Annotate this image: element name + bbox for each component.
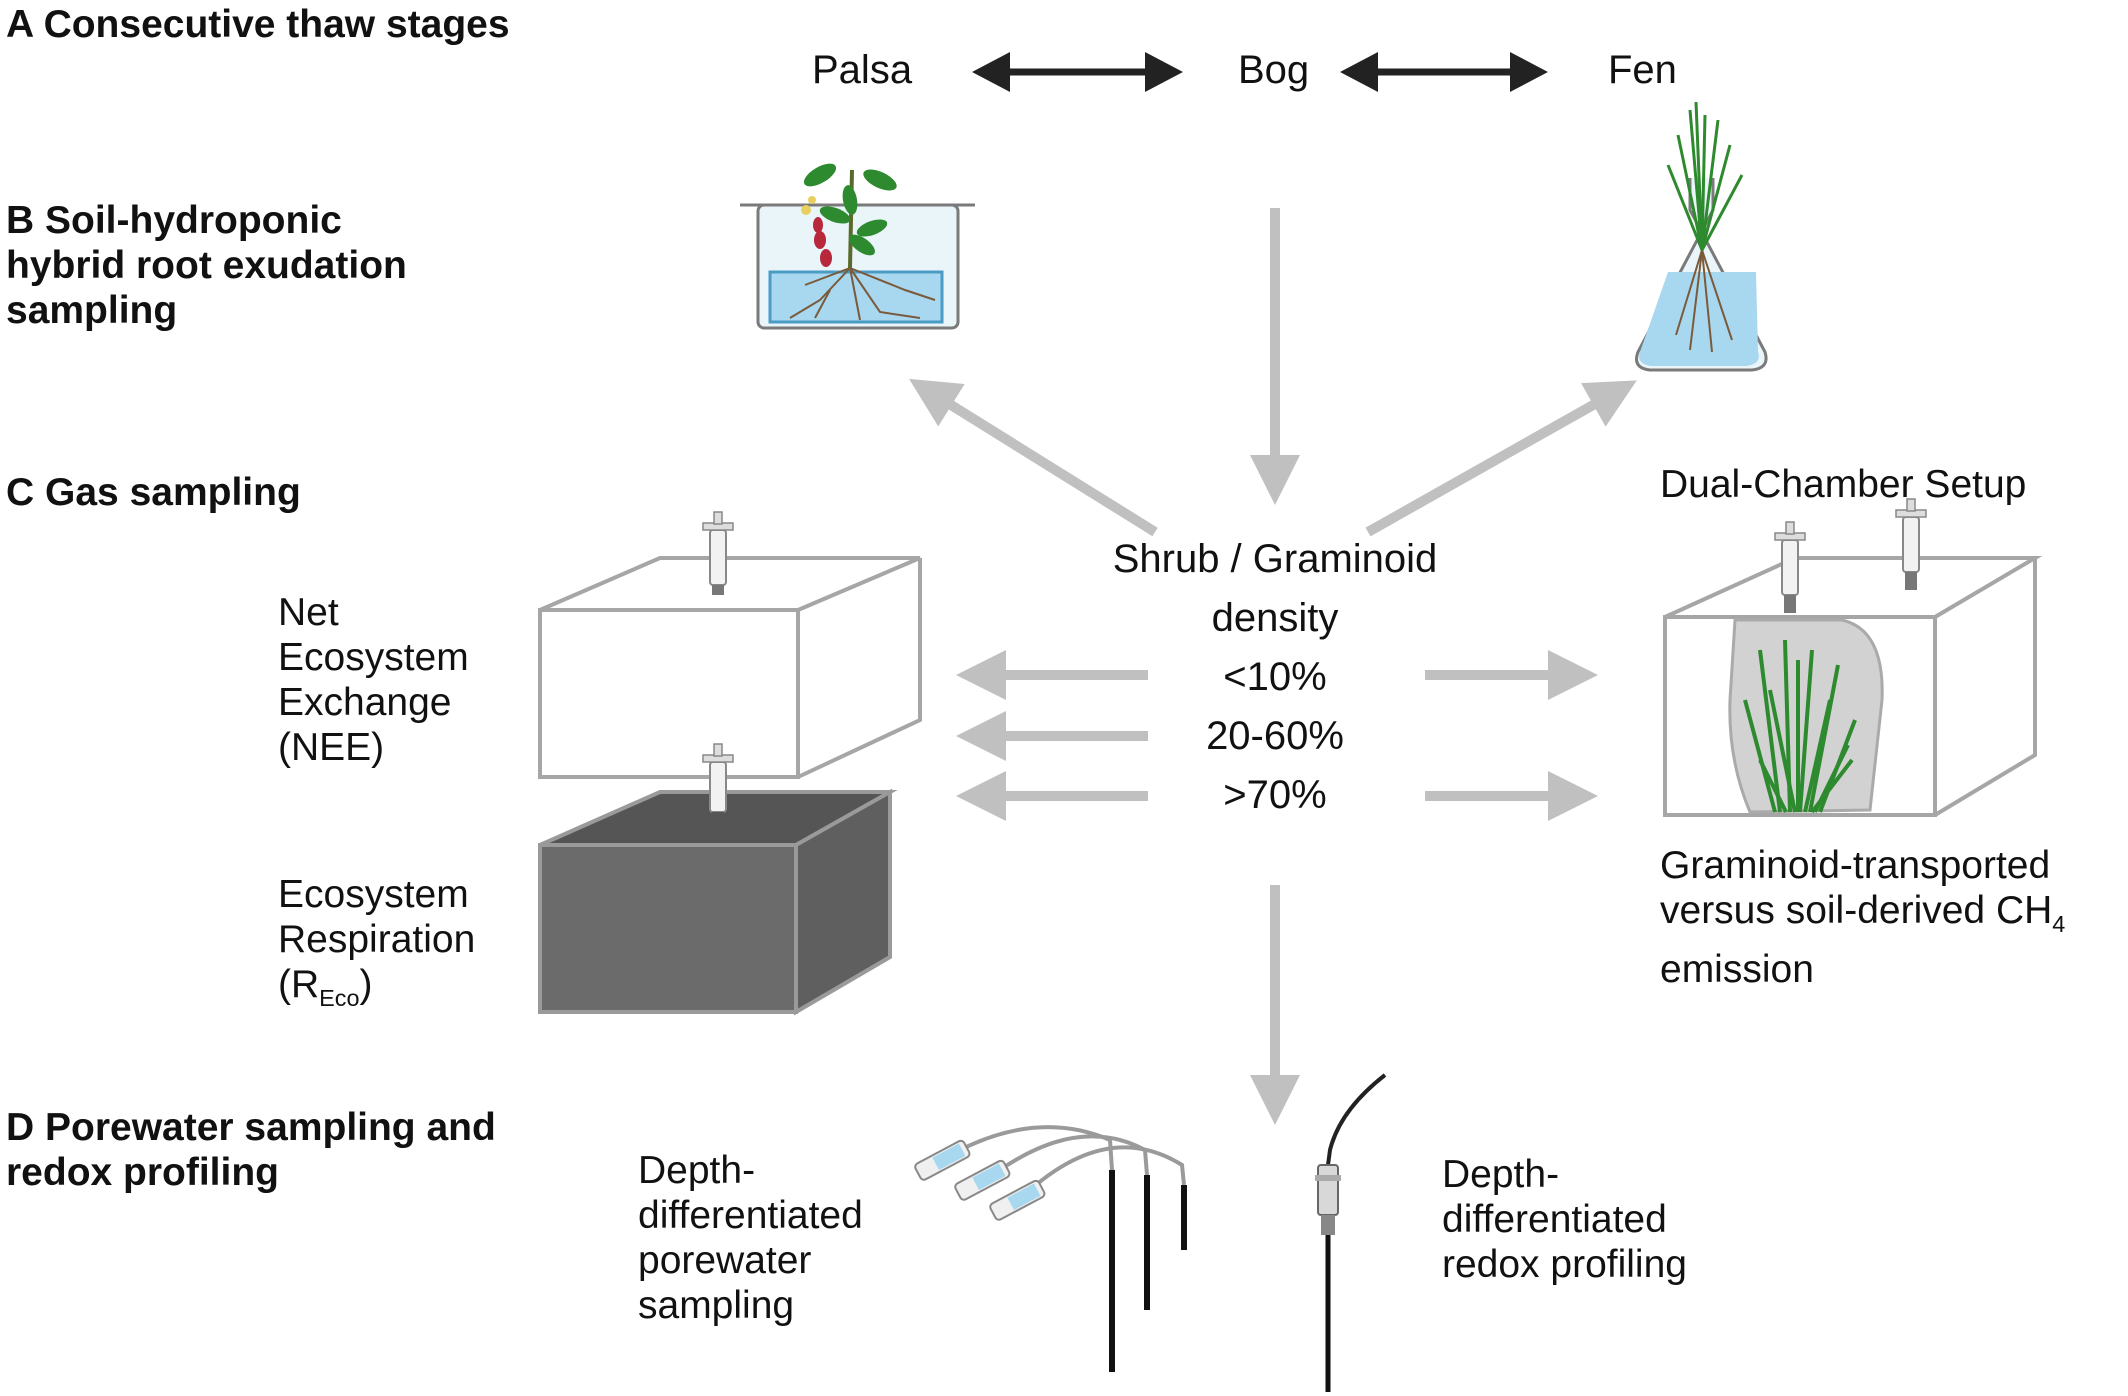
porewater-line-1: Depth- [638, 1149, 756, 1192]
density-line-1: Shrub / Graminoid [1112, 537, 1438, 581]
section-c-title: Gas sampling [45, 471, 301, 514]
porewater-line-3: porewater [638, 1239, 812, 1282]
stage-bog: Bog [1238, 48, 1310, 92]
density-line-2: density [1211, 596, 1339, 640]
reco-label: Ecosystem Respiration (REco) [278, 872, 475, 1021]
reco-symbol-sub: Eco [319, 984, 360, 1011]
flow-arrows [909, 208, 1637, 1125]
nee-label: Net Ecosystem Exchange (NEE) [278, 590, 469, 770]
section-a-letter: A [6, 3, 33, 46]
section-a-title: Consecutive thaw stages [43, 3, 510, 46]
porewater-line-2: differentiated [638, 1194, 863, 1237]
dual-chamber-description: Graminoid-transported versus soil-derive… [1660, 843, 2065, 992]
section-b-letter: B [6, 199, 35, 242]
section-b-title-line-1: Soil-hydroponic [45, 199, 342, 242]
section-c-letter: C [6, 471, 35, 514]
reco-line-1: Ecosystem [278, 873, 469, 916]
redox-line-1: Depth- [1442, 1153, 1560, 1196]
nee-syringe [702, 511, 734, 595]
redox-probe-illustration [1315, 1073, 1387, 1392]
nee-chamber-box [538, 556, 922, 779]
nee-line-4: (NEE) [278, 726, 385, 769]
dual-chamber-line-3: emission [1660, 947, 1814, 991]
section-a-heading: A Consecutive thaw stages [6, 2, 510, 47]
dual-chamber-line-2: versus soil-derived CH [1660, 889, 2053, 932]
dual-chamber-syringe-1 [1774, 521, 1806, 613]
nee-line-2: Ecosystem [278, 636, 469, 679]
dual-chamber-line-1: Graminoid-transported [1660, 844, 2051, 887]
density-level-low: <10% [1223, 655, 1327, 699]
reco-chamber-box [538, 788, 898, 1016]
stage-fen: Fen [1608, 48, 1677, 92]
porewater-sampler-illustration [914, 1125, 1187, 1372]
beaker-illustration [740, 163, 975, 330]
section-d-letter: D [6, 1106, 35, 1149]
section-b-heading: B Soil-hydroponic hybrid root exudation … [6, 198, 407, 333]
redox-line-2: differentiated [1442, 1198, 1667, 1241]
redox-line-3: redox profiling [1442, 1243, 1687, 1286]
dual-chamber-syringe-2 [1895, 498, 1927, 590]
reco-symbol: (REco) [278, 962, 475, 1021]
section-b-title-line-2: hybrid root exudation [6, 244, 407, 287]
porewater-label: Depth- differentiated porewater sampling [638, 1148, 863, 1328]
density-label: Shrub / Graminoid density <10% 20-60% >7… [1080, 530, 1470, 825]
arrow-to-beaker [909, 378, 1158, 537]
density-level-mid: 20-60% [1206, 714, 1344, 758]
section-c-heading: C Gas sampling [6, 470, 301, 515]
ch4-subscript: 4 [2052, 910, 2066, 937]
redox-label: Depth- differentiated redox profiling [1442, 1152, 1687, 1287]
reco-symbol-open: (R [278, 963, 320, 1006]
porewater-line-4: sampling [638, 1284, 795, 1327]
section-d-heading: D Porewater sampling and redox profiling [6, 1105, 496, 1195]
bog-fen-double-arrow [1340, 52, 1548, 92]
nee-line-3: Exchange [278, 681, 452, 724]
arrow-to-flask [1365, 380, 1637, 537]
reco-syringe [702, 743, 734, 820]
section-b-title-line-3: sampling [6, 289, 178, 332]
graminoid-plant [1743, 639, 1857, 814]
flask-illustration [1635, 101, 1768, 372]
section-d-title-line-1: Porewater sampling and [45, 1106, 496, 1149]
palsa-bog-double-arrow [972, 52, 1183, 92]
stage-palsa: Palsa [812, 48, 913, 92]
nee-line-1: Net [278, 591, 339, 634]
reco-symbol-close: ) [359, 963, 373, 1006]
dual-chamber-title: Dual-Chamber Setup [1660, 463, 2027, 506]
section-d-title-line-2: redox profiling [6, 1151, 279, 1194]
density-level-high: >70% [1223, 773, 1327, 817]
reco-line-2: Respiration [278, 918, 476, 961]
